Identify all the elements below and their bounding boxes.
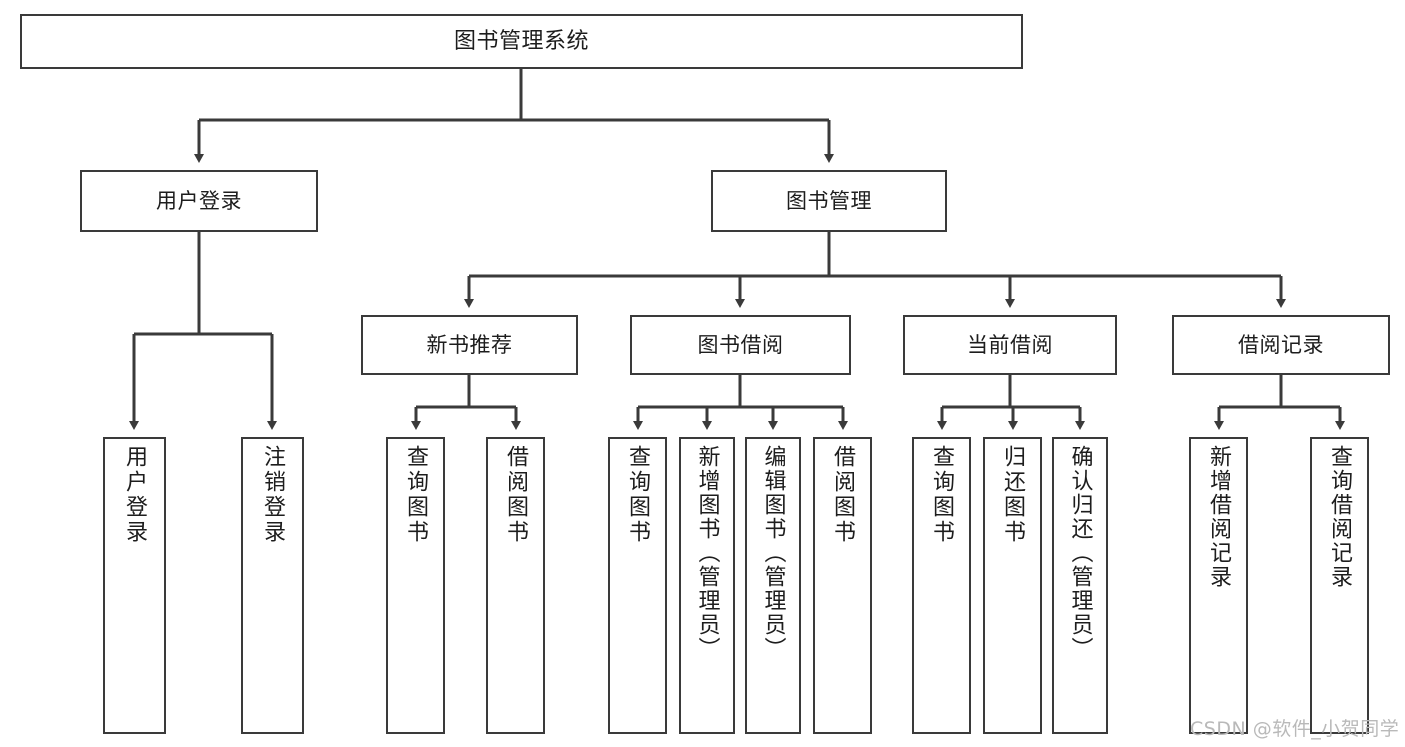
leaf-return-books[interactable]: 归还图书 <box>983 437 1042 734</box>
leaf-borrow-books-borrowing[interactable]: 借阅图书 <box>813 437 872 734</box>
leaf-add-book-admin[interactable]: 新增图书（管理员） <box>679 437 735 734</box>
leaf-add-borrow-record[interactable]: 新增借阅记录 <box>1189 437 1248 734</box>
leaf-confirm-return-admin[interactable]: 确认归还（管理员） <box>1052 437 1108 734</box>
leaf-edit-book-admin-label: 编辑图书（管理员） <box>760 445 786 661</box>
leaf-user-login-label: 用户登录 <box>122 445 148 545</box>
leaf-query-borrow-record-label: 查询借阅记录 <box>1327 445 1353 589</box>
node-borrowing-record-label: 借阅记录 <box>1238 332 1324 357</box>
node-current-borrowing[interactable]: 当前借阅 <box>903 315 1117 375</box>
leaf-edit-book-admin[interactable]: 编辑图书（管理员） <box>745 437 801 734</box>
leaf-query-books-recommend-label: 查询图书 <box>403 445 429 545</box>
node-root-label: 图书管理系统 <box>453 28 589 54</box>
node-new-book-recommendation[interactable]: 新书推荐 <box>361 315 578 375</box>
node-new-book-recommendation-label: 新书推荐 <box>426 332 513 357</box>
leaf-query-books-borrowing[interactable]: 查询图书 <box>608 437 667 734</box>
leaf-borrow-books-recommend[interactable]: 借阅图书 <box>486 437 545 734</box>
leaf-query-books-recommend[interactable]: 查询图书 <box>386 437 445 734</box>
leaf-borrow-books-borrowing-label: 借阅图书 <box>830 445 856 545</box>
leaf-add-borrow-record-label: 新增借阅记录 <box>1206 445 1232 589</box>
node-book-management-label: 图书管理 <box>786 188 872 213</box>
leaf-confirm-return-admin-label: 确认归还（管理员） <box>1067 445 1093 661</box>
leaf-query-books-borrowing-label: 查询图书 <box>625 445 651 545</box>
node-root[interactable]: 图书管理系统 <box>20 14 1023 69</box>
leaf-query-books-current[interactable]: 查询图书 <box>912 437 971 734</box>
node-user-login[interactable]: 用户登录 <box>80 170 318 232</box>
node-user-login-label: 用户登录 <box>156 188 242 213</box>
leaf-query-books-current-label: 查询图书 <box>929 445 955 545</box>
node-book-borrowing[interactable]: 图书借阅 <box>630 315 851 375</box>
leaf-borrow-books-recommend-label: 借阅图书 <box>503 445 529 545</box>
leaf-add-book-admin-label: 新增图书（管理员） <box>694 445 720 661</box>
leaf-query-borrow-record[interactable]: 查询借阅记录 <box>1310 437 1369 734</box>
node-current-borrowing-label: 当前借阅 <box>967 332 1053 357</box>
csdn-watermark: CSDN @软件_小贺同学 <box>1190 718 1400 740</box>
node-borrowing-record[interactable]: 借阅记录 <box>1172 315 1390 375</box>
leaf-return-books-label: 归还图书 <box>1000 445 1026 545</box>
leaf-user-login[interactable]: 用户登录 <box>103 437 166 734</box>
leaf-logout[interactable]: 注销登录 <box>241 437 304 734</box>
leaf-logout-label: 注销登录 <box>260 445 286 545</box>
node-book-management[interactable]: 图书管理 <box>711 170 947 232</box>
node-book-borrowing-label: 图书借阅 <box>697 332 784 357</box>
